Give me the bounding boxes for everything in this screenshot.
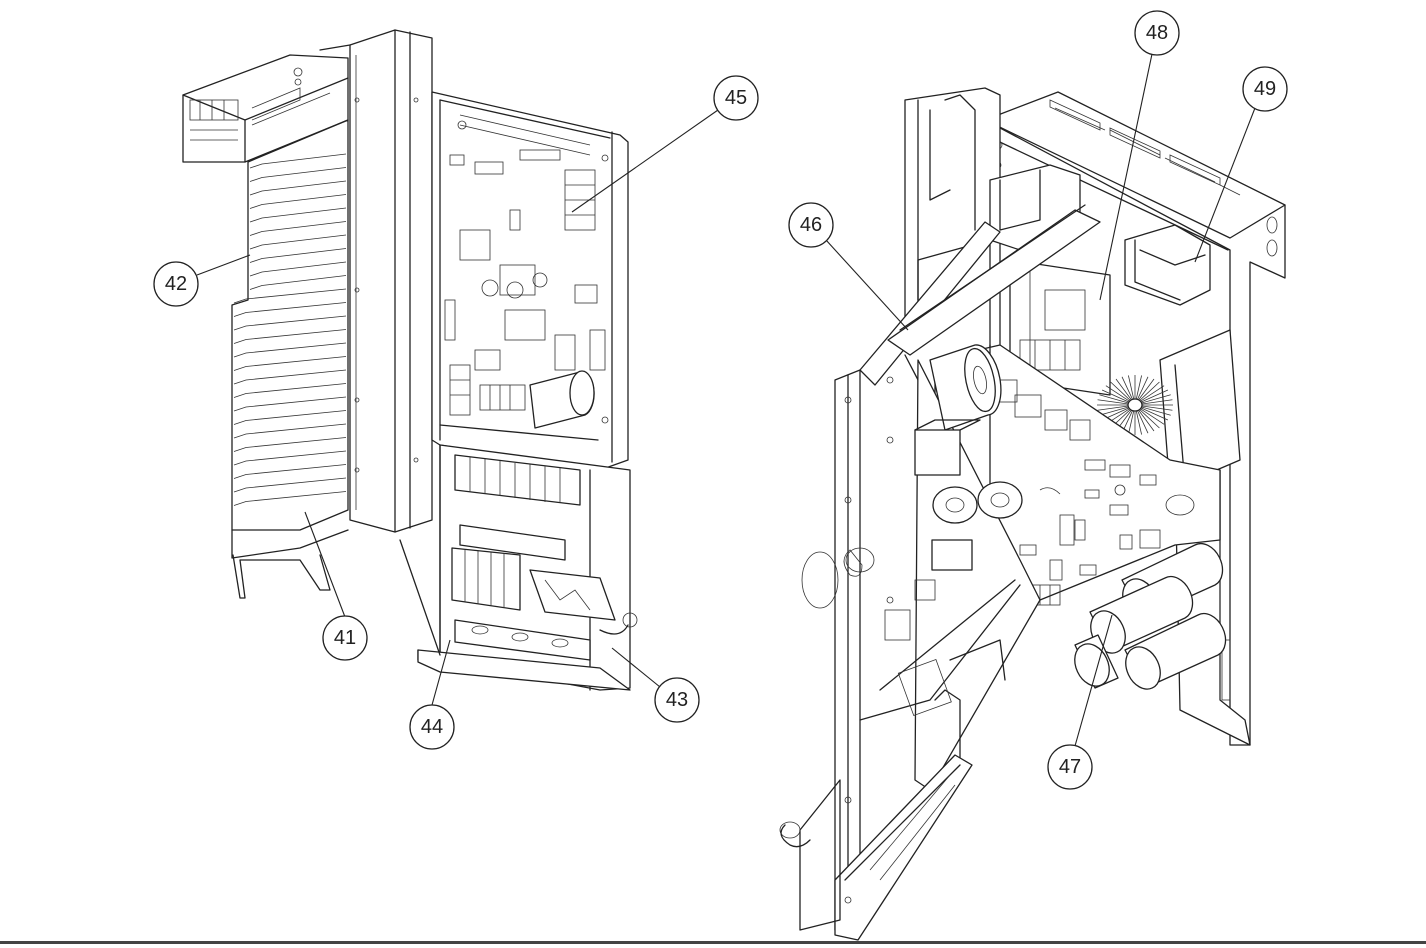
radial-fin [1136, 409, 1149, 434]
callout-circle-48 [1134, 10, 1180, 56]
callout-label-43: 43 [666, 689, 688, 711]
heatsink-fin [233, 369, 347, 385]
callout-label-48: 48 [1146, 22, 1168, 44]
heatsink-top-housing [182, 54, 349, 163]
radial-fin [1099, 406, 1130, 416]
callout-circle-47 [1047, 744, 1093, 790]
heatsink-fin [249, 153, 347, 169]
radial-fin [1140, 406, 1171, 416]
radial-heatsink [1097, 375, 1173, 435]
callout-circle-46 [788, 202, 834, 248]
radial-fin [1121, 376, 1134, 401]
terminal-section [399, 444, 638, 691]
left-assembly [182, 29, 638, 691]
heatsink-fin [249, 234, 347, 250]
radial-fin [1140, 399, 1173, 405]
heatsink-fin [233, 464, 347, 479]
radial-fin [1138, 381, 1160, 402]
heatsink-fin [233, 383, 347, 398]
callout-label-45: 45 [725, 87, 747, 109]
radial-fin [1097, 405, 1130, 411]
radial-fin [1137, 378, 1155, 401]
callout-circle-41 [322, 615, 368, 661]
heatsink-fin [233, 450, 347, 466]
heatsink-fin [233, 491, 347, 506]
heatsink-fin [233, 302, 347, 317]
radial-fin [1138, 408, 1160, 429]
radial-fin [1128, 375, 1135, 401]
callout-label-47: 47 [1059, 756, 1081, 778]
radial-fin [1139, 385, 1165, 403]
radial-fin [1139, 407, 1165, 425]
radial-fin [1136, 376, 1149, 401]
heatsink-fin [233, 423, 347, 439]
heatsink-fin [233, 315, 347, 331]
heatsink-fin [249, 180, 347, 196]
callout-41: 41 [304, 511, 368, 661]
right-assembly [779, 87, 1286, 941]
radial-fin [1137, 409, 1155, 432]
radial-fin [1140, 389, 1169, 403]
radial-fin [1135, 409, 1142, 435]
callout-circle-45 [713, 75, 759, 121]
radial-fin [1140, 407, 1169, 421]
heatsink-fin [233, 356, 347, 371]
heatsink-fin [233, 329, 347, 344]
radial-heatsink-hub [1127, 398, 1143, 412]
dc-bus-capacitors [1074, 542, 1227, 690]
callout-43: 43 [611, 647, 700, 723]
heatsink-fin [233, 410, 347, 425]
radial-fin [1135, 375, 1142, 401]
heatsink-fin [249, 248, 347, 263]
radial-fin [1105, 385, 1131, 403]
callout-circle-42 [153, 261, 199, 307]
radial-fin [1099, 394, 1130, 404]
callout-42: 42 [153, 254, 251, 307]
radial-fin [1110, 381, 1132, 402]
callout-label-41: 41 [334, 627, 356, 649]
heatsink-fin [249, 275, 347, 290]
radial-fin [1097, 399, 1130, 405]
callout-circle-44 [409, 704, 455, 750]
heatsink-fin [233, 288, 347, 304]
callout-circle-43 [654, 677, 700, 723]
heatsink-fins [233, 153, 347, 506]
callout-47: 47 [1047, 614, 1113, 790]
callout-44: 44 [409, 639, 455, 750]
callout-circle-49 [1242, 66, 1288, 112]
heatsink-fin [249, 261, 347, 277]
heatsink-fin [249, 167, 347, 182]
heatsink-fin [233, 437, 347, 452]
callout-48: 48 [1099, 10, 1180, 301]
heatsink-fin [249, 194, 347, 209]
front-cover-plate [319, 29, 433, 533]
callout-label-44: 44 [421, 716, 443, 738]
radial-fin [1140, 394, 1171, 404]
callout-46: 46 [788, 202, 909, 331]
heatsink-fin [249, 207, 347, 223]
hinged-front-panel [779, 204, 1101, 941]
heatsink-fin [249, 221, 347, 236]
callout-label-46: 46 [800, 214, 822, 236]
radial-fin [1140, 405, 1173, 411]
heatsink-fin [233, 477, 347, 493]
callout-49: 49 [1194, 66, 1288, 263]
callout-label-49: 49 [1254, 78, 1276, 100]
heatsink-fin [233, 396, 347, 412]
callout-label-42: 42 [165, 273, 187, 295]
radial-fin [1101, 389, 1130, 403]
heatsink-fin [233, 342, 347, 358]
radial-fin [1128, 409, 1135, 435]
page-bottom-rule [0, 941, 1426, 944]
callout-45: 45 [571, 75, 759, 213]
control-board-frame [431, 91, 629, 471]
radial-fin [1115, 378, 1133, 401]
